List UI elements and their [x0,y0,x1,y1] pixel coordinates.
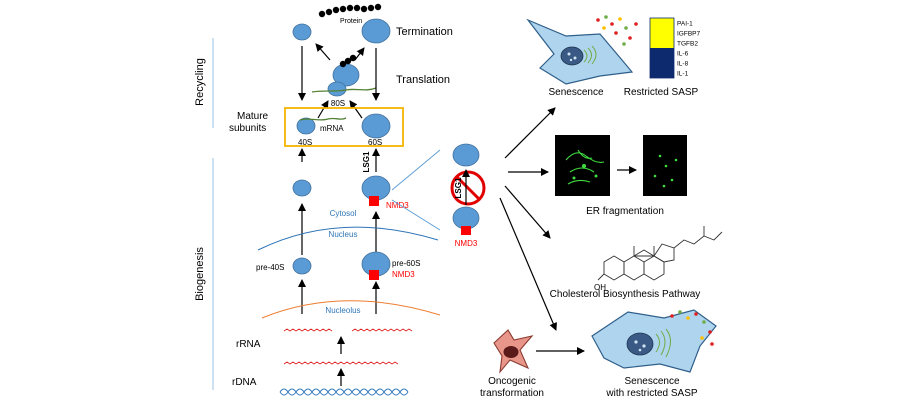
nucleus-label: Nucleus [329,230,358,239]
arrow-to-senescence-bottom [499,197,557,331]
er-fragmentation-label: ER fragmentation [586,206,664,217]
restricted-sasp-label: Restricted SASP [624,87,699,98]
heatmap-cell [650,48,674,58]
biogenesis-section-label: Biogenesis [194,247,206,301]
pre-40s-label: pre-40S [256,263,284,272]
heatmap-row-label: TGFB2 [677,41,698,48]
heatmap-row-label: IL-6 [677,51,689,58]
center-60s-subunit-top [452,143,480,167]
heatmap-row-label: IL-1 [677,71,689,78]
pre-60s-label: pre-60S [392,259,420,268]
rrna-label: rRNA [236,339,261,350]
cholesterol-structure [597,226,723,281]
nmd3-center-label: NMD3 [455,239,478,248]
er-micrograph-control [555,135,610,196]
mature-subunits-label-line1: Mature [237,111,269,122]
cholesterol-pathway-label: Cholesterol Biosynthesis Pathway [550,289,701,300]
lsg1-center-label: LSG1 [454,177,463,198]
senescent-cell-bottom [591,309,717,373]
mature-40s-subunit [296,117,316,135]
heatmap-row-label: PAI-1 [677,21,693,28]
rrna-strand-left [283,328,333,332]
heatmap-row-label: IGFBP7 [677,31,701,38]
mrna-strand [299,117,347,121]
mature-subunits-box [284,107,404,147]
pre-40s-subunit [292,257,312,275]
free-40s-subunit-top [292,23,312,41]
protein-label: Protein [340,18,362,25]
nuclear-envelope-arc [257,226,439,251]
oncogenic-label-line2: transformation [480,388,544,399]
cytosol-label: Cytosol [330,209,357,218]
free-60s-subunit-top [361,18,391,44]
connector-upper [391,149,441,191]
er-micrograph-fragmented [643,135,687,196]
cytosol-40s-subunit [292,179,312,197]
heatmap-cell [650,18,674,28]
heatmap-cell [650,68,674,78]
senescence-top-label: Senescence [548,87,603,98]
heatmap-cell [650,58,674,68]
nmd3-cytosol-square [369,196,379,206]
arrow-to-senescence [504,107,556,159]
nucleolus-arc [261,300,441,319]
heatmap-frame [649,17,675,79]
arrow-60s-assembly-into-80s [349,100,363,119]
termination-label: Termination [396,26,453,38]
arrow-40s-assembly-into-80s [317,100,329,119]
nmd3-center-square [461,226,471,235]
mature-40s-label: 40S [298,138,312,147]
mrna-label: mRNA [320,124,344,133]
ribosome-80s-label: 80S [331,99,345,108]
translation-label: Translation [396,74,450,86]
oncogenic-cell [493,329,534,374]
senescent-cell-top [526,15,638,85]
arrow-ribosome-to-free-40s [315,43,331,61]
arrow-ribosome-to-free-60s [354,47,365,61]
mature-subunits-label-line2: subunits [229,123,266,134]
rdna-label: rDNA [232,377,257,388]
oncogenic-label-line1: Oncogenic [488,376,536,387]
center-60s-subunit-bottom [452,206,480,230]
nmd3-nucleus-square [369,270,379,280]
pre-rrna-strand [283,361,399,365]
lsg1-inhibition-sign [450,170,486,206]
connector-lower [391,199,441,231]
lsg1-left-label: LSG1 [362,151,371,172]
rrna-strand-right [351,328,413,332]
rdna-double-helix [279,388,409,396]
mature-60s-subunit [361,113,391,139]
arrow-to-cholesterol-pathway [504,185,551,239]
hydroxyl-label: OH [594,283,606,292]
recycling-section-label: Recycling [194,58,206,106]
protein-chain [318,3,382,18]
heatmap-cell [650,38,674,48]
nmd3-cytosol-label: NMD3 [386,201,409,210]
translating-ribosome-80s [311,54,377,97]
nucleolus-label: Nucleolus [325,306,360,315]
heatmap-cell [650,28,674,38]
senescence-bottom-label-line2: with restricted SASP [605,388,697,399]
nmd3-nucleus-label: NMD3 [392,270,415,279]
senescence-bottom-label-line1: Senescence [624,376,679,387]
mature-60s-label: 60S [368,138,382,147]
heatmap-row-label: IL-8 [677,61,689,68]
